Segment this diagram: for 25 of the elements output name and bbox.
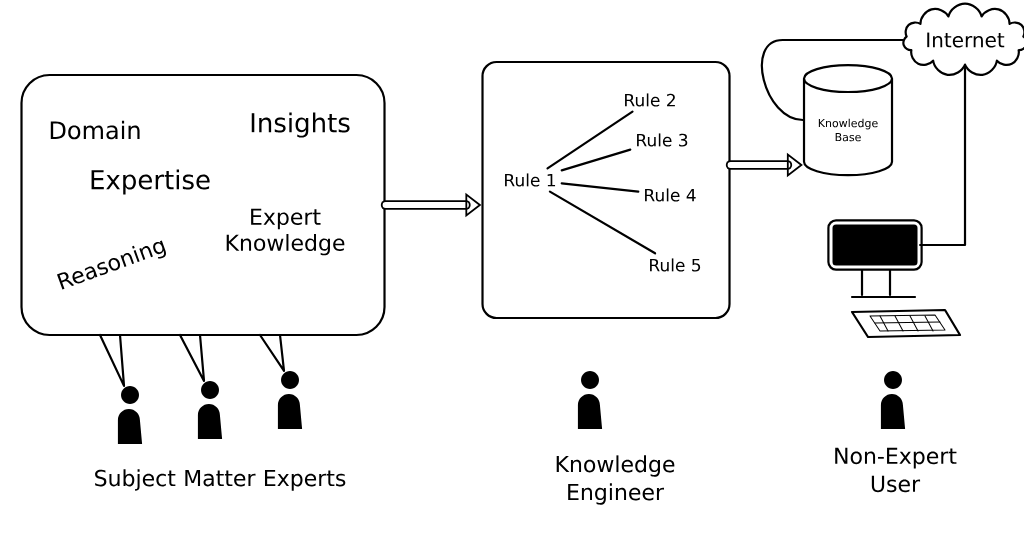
speech-tail — [258, 333, 286, 372]
rule-text: Rule 4 — [645, 188, 696, 202]
rule-text: Rule 5 — [650, 258, 701, 272]
cloud: Internet — [902, 2, 1024, 77]
speech-tail — [178, 333, 206, 382]
group-label: Subject Matter Experts — [95, 469, 346, 491]
person-icon — [277, 370, 303, 430]
person-icon — [117, 385, 143, 445]
rule-text: Rule 1 — [505, 173, 556, 187]
computer-drawing — [827, 219, 962, 339]
rules-box — [481, 60, 731, 320]
database-cylinder: Knowledge Base — [802, 64, 894, 177]
connector-line — [560, 182, 640, 193]
group-label: Non-Expert User — [835, 447, 957, 493]
connector-line — [548, 190, 657, 255]
connector-line — [560, 148, 632, 172]
rule-text: Rule 3 — [637, 133, 688, 147]
group-label: Knowledge Engineer — [556, 455, 675, 505]
connector-line — [546, 110, 634, 170]
person-icon — [197, 380, 223, 440]
rule-text: Rule 2 — [625, 93, 675, 107]
person-icon — [880, 370, 906, 430]
speech-tail — [98, 333, 126, 387]
person-icon — [577, 370, 603, 430]
connector-line — [761, 38, 904, 122]
